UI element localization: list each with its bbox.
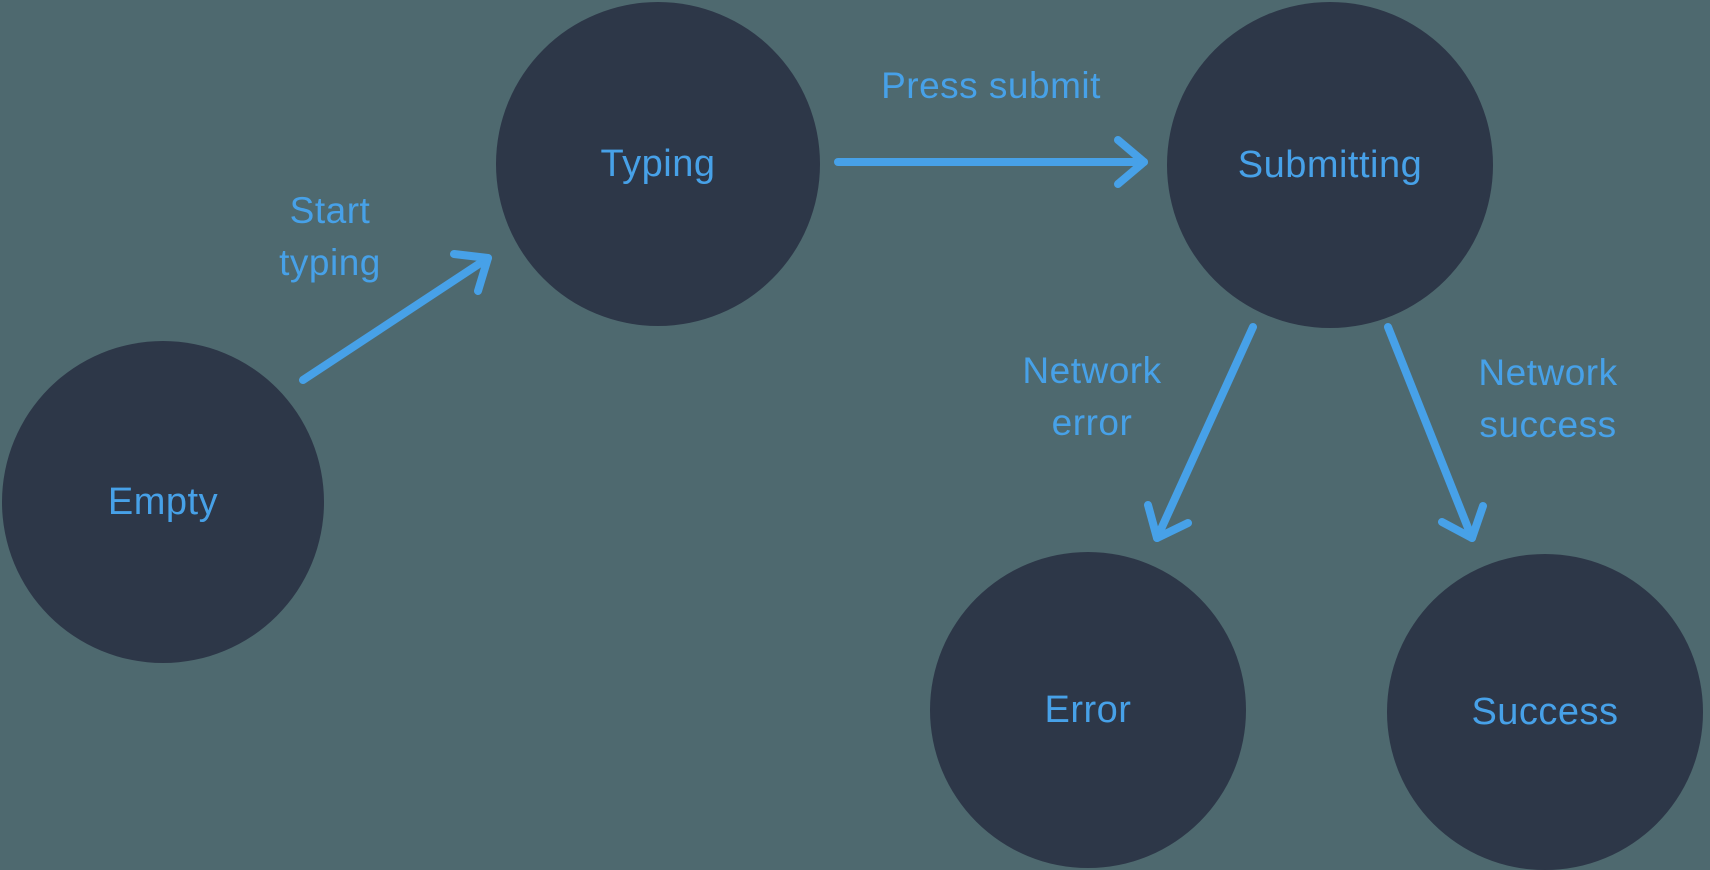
label-line: error: [1051, 402, 1133, 443]
state-empty: Empty: [2, 341, 324, 663]
state-label-submitting: Submitting: [1237, 143, 1423, 186]
arrow-line: [1153, 323, 1257, 542]
state-label-empty: Empty: [107, 480, 219, 523]
state-submitting: Submitting: [1167, 2, 1493, 328]
state-typing: Typing: [496, 2, 820, 326]
state-label-error: Error: [1044, 688, 1132, 731]
state-success: Success: [1387, 554, 1703, 870]
transition-label-press-submit: Press submit: [881, 60, 1101, 112]
state-label-success: Success: [1471, 690, 1619, 733]
label-line: success: [1479, 404, 1617, 445]
label-line: typing: [279, 242, 381, 283]
arrow-head: [1438, 502, 1487, 542]
arrow-head: [1144, 501, 1192, 542]
transition-label-network-error: Network error: [1022, 345, 1161, 449]
arrow-start-typing: [299, 250, 492, 384]
state-label-typing: Typing: [600, 142, 716, 185]
arrow-head: [1114, 136, 1148, 188]
arrow-network-success: [1384, 323, 1487, 542]
arrow-line: [299, 254, 492, 384]
arrow-head: [450, 250, 492, 295]
label-line: Start: [289, 190, 371, 231]
label-line: Press submit: [881, 65, 1101, 106]
arrow-line: [1384, 323, 1476, 542]
arrow-press-submit: [834, 136, 1148, 188]
transition-label-network-success: Network success: [1478, 347, 1617, 451]
transition-label-start-typing: Start typing: [279, 185, 381, 289]
state-error: Error: [930, 552, 1246, 868]
label-line: Network: [1022, 350, 1162, 391]
label-line: Network: [1478, 352, 1618, 393]
arrow-network-error: [1144, 323, 1257, 542]
